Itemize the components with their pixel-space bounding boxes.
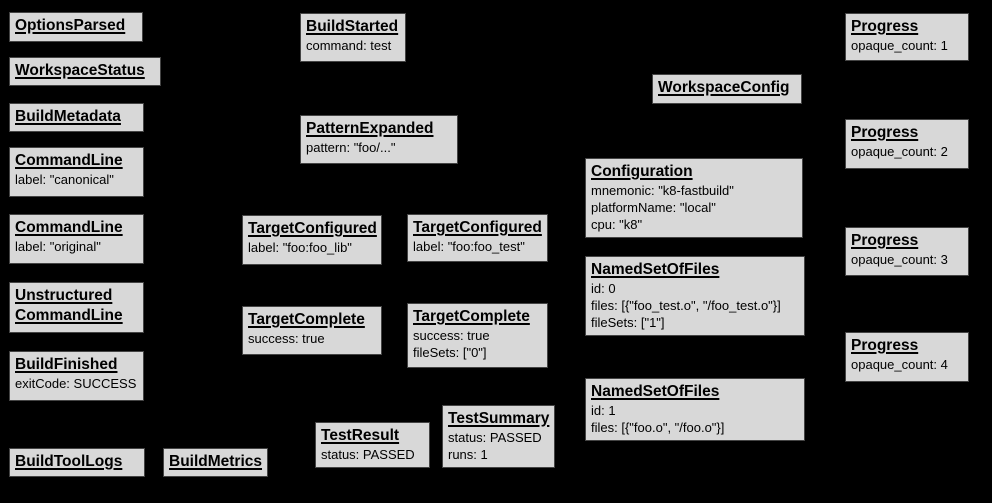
event-node-named-set-of-files-1: NamedSetOfFiles id: 1 files: [{"foo.o", "/…: [585, 378, 805, 441]
event-node-field: success: true: [248, 331, 325, 346]
event-node-command-line-canonical: CommandLine label: "canonical": [9, 147, 144, 197]
event-node-named-set-of-files-0: NamedSetOfFiles id: 0 files: [{"foo_test.o…: [585, 256, 805, 336]
event-node-workspace-config: WorkspaceConfig: [652, 74, 802, 104]
event-node-build-metrics: BuildMetrics: [163, 448, 268, 477]
event-node-title: Progress: [851, 232, 919, 249]
event-node-title: Progress: [851, 337, 919, 354]
event-node-field: cpu: "k8": [591, 217, 643, 232]
event-node-title: BuildMetrics: [169, 453, 263, 470]
event-node-title: TestSummary: [448, 410, 550, 427]
event-node-title: TargetComplete: [413, 308, 530, 325]
event-node-field: label: "foo:foo_test": [413, 239, 525, 254]
event-node-workspace-status: WorkspaceStatus: [9, 57, 161, 86]
event-node-test-result: TestResult status: PASSED: [315, 422, 430, 468]
event-node-title: NamedSetOfFiles: [591, 261, 720, 278]
event-node-field: id: 0: [591, 281, 616, 296]
event-node-field: label: "foo:foo_lib": [248, 240, 352, 255]
event-node-configuration: Configuration mnemonic: "k8-fastbuild" pla…: [585, 158, 803, 238]
event-node-field: opaque_count: 4: [851, 357, 948, 372]
event-node-field: opaque_count: 1: [851, 38, 948, 53]
event-node-title: WorkspaceStatus: [15, 62, 145, 79]
event-node-field: label: "canonical": [15, 172, 114, 187]
event-node-field: opaque_count: 2: [851, 144, 948, 159]
event-node-options-parsed: OptionsParsed: [9, 12, 143, 42]
event-node-build-tool-logs: BuildToolLogs: [9, 448, 145, 477]
event-node-target-configured-test: TargetConfigured label: "foo:foo_test": [407, 214, 548, 262]
event-node-build-started: BuildStarted command: test: [300, 13, 406, 62]
event-node-title: BuildFinished: [15, 356, 118, 373]
event-node-progress-4: Progress opaque_count: 4: [845, 332, 969, 382]
event-node-unstructured-command-line: Unstructured CommandLine: [9, 282, 144, 333]
event-node-target-configured-lib: TargetConfigured label: "foo:foo_lib": [242, 215, 382, 265]
event-node-field: files: [{"foo_test.o", "/foo_test.o"}]: [591, 298, 781, 313]
event-node-title: Configuration: [591, 163, 693, 180]
event-node-field: exitCode: SUCCESS: [15, 376, 137, 391]
event-node-field: status: PASSED: [448, 430, 542, 445]
event-node-command-line-original: CommandLine label: "original": [9, 214, 144, 264]
event-node-target-complete-test: TargetComplete success: true fileSets: ["0…: [407, 303, 548, 368]
event-node-title: TargetConfigured: [413, 219, 542, 236]
event-node-field: pattern: "foo/...": [306, 140, 396, 155]
event-node-field: command: test: [306, 38, 392, 53]
event-node-progress-2: Progress opaque_count: 2: [845, 119, 969, 169]
event-node-pattern-expanded: PatternExpanded pattern: "foo/...": [300, 115, 458, 164]
event-node-test-summary: TestSummary status: PASSED runs: 1: [442, 405, 555, 468]
event-node-title: TargetConfigured: [248, 220, 377, 237]
event-node-field: opaque_count: 3: [851, 252, 948, 267]
event-node-title: BuildToolLogs: [15, 453, 123, 470]
event-node-title: Unstructured CommandLine: [15, 287, 123, 324]
event-node-field: id: 1: [591, 403, 616, 418]
event-node-field: files: [{"foo.o", "/foo.o"}]: [591, 420, 725, 435]
event-node-field: fileSets: ["0"]: [413, 345, 487, 360]
event-node-field: status: PASSED: [321, 447, 415, 462]
event-node-title: CommandLine: [15, 152, 123, 169]
event-node-field: platformName: "local": [591, 200, 716, 215]
event-node-progress-3: Progress opaque_count: 3: [845, 227, 969, 276]
event-node-title: OptionsParsed: [15, 17, 126, 34]
event-node-title: TargetComplete: [248, 311, 365, 328]
event-node-title: NamedSetOfFiles: [591, 383, 720, 400]
event-node-title: WorkspaceConfig: [658, 79, 790, 96]
event-node-field: label: "original": [15, 239, 101, 254]
event-node-title: PatternExpanded: [306, 120, 434, 137]
event-node-title: Progress: [851, 18, 919, 35]
event-node-build-metadata: BuildMetadata: [9, 103, 144, 132]
event-node-title: Progress: [851, 124, 919, 141]
event-node-title: TestResult: [321, 427, 400, 444]
event-node-title: CommandLine: [15, 219, 123, 236]
event-node-title: BuildStarted: [306, 18, 399, 35]
event-node-field: fileSets: ["1"]: [591, 315, 665, 330]
event-node-field: mnemonic: "k8-fastbuild": [591, 183, 734, 198]
event-node-field: runs: 1: [448, 447, 488, 462]
event-node-field: success: true: [413, 328, 490, 343]
event-node-build-finished: BuildFinished exitCode: SUCCESS: [9, 351, 144, 401]
event-node-target-complete-lib: TargetComplete success: true: [242, 306, 382, 355]
event-node-progress-1: Progress opaque_count: 1: [845, 13, 969, 61]
event-node-title: BuildMetadata: [15, 108, 121, 125]
